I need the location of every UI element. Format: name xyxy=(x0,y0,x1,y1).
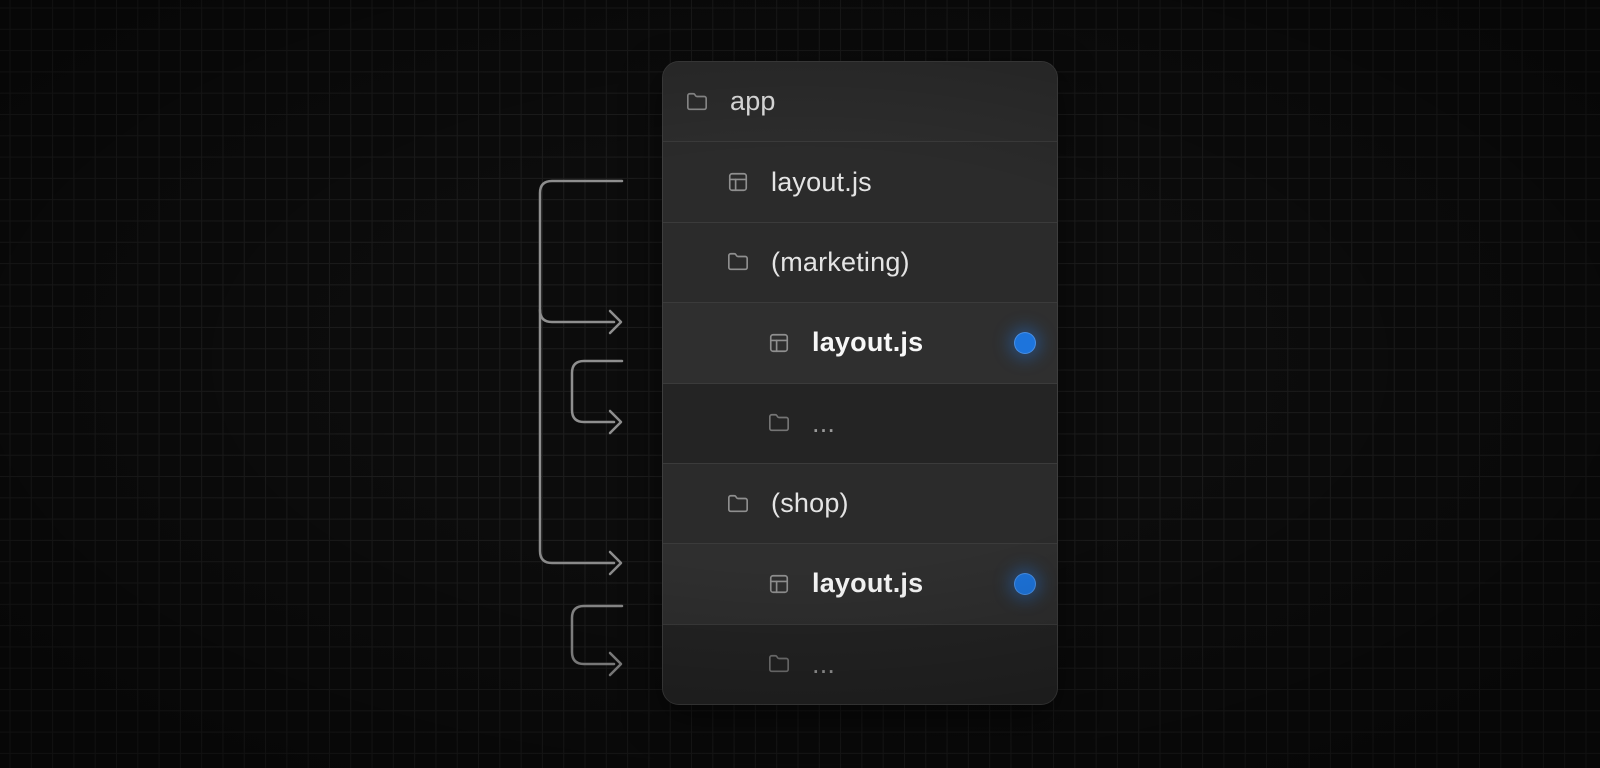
tree-row-layout.js: layout.js xyxy=(663,302,1057,383)
active-route-dot xyxy=(1014,331,1036,354)
layout-icon xyxy=(768,332,790,354)
file-tree-panel: app layout.js (marketing) layout.js ... … xyxy=(662,61,1058,705)
folder-icon xyxy=(686,91,708,113)
tree-row-app: app xyxy=(663,62,1057,142)
tree-row-ellipsis: ... xyxy=(663,382,1057,463)
tree-row-label: app xyxy=(730,86,776,117)
folder-icon xyxy=(727,251,749,273)
tree-row-label: ... xyxy=(812,407,836,438)
layout-icon xyxy=(768,573,790,595)
tree-row-label: layout.js xyxy=(812,568,924,599)
folder-icon xyxy=(768,653,790,675)
active-route-dot xyxy=(1014,572,1036,595)
tree-row-label: layout.js xyxy=(812,327,924,358)
tree-row-shop: (shop) xyxy=(663,462,1057,543)
tree-row-label: (marketing) xyxy=(771,246,910,277)
tree-row-layout.js: layout.js xyxy=(663,141,1057,221)
tree-row-ellipsis: ... xyxy=(663,623,1057,704)
tree-row-label: layout.js xyxy=(771,166,872,197)
layout-icon xyxy=(727,171,749,193)
folder-icon xyxy=(768,412,790,434)
tree-row-label: (shop) xyxy=(771,488,849,519)
tree-row-marketing: (marketing) xyxy=(663,221,1057,302)
tree-row-label: ... xyxy=(812,648,836,679)
folder-icon xyxy=(727,493,749,515)
tree-row-layout.js: layout.js xyxy=(663,543,1057,624)
